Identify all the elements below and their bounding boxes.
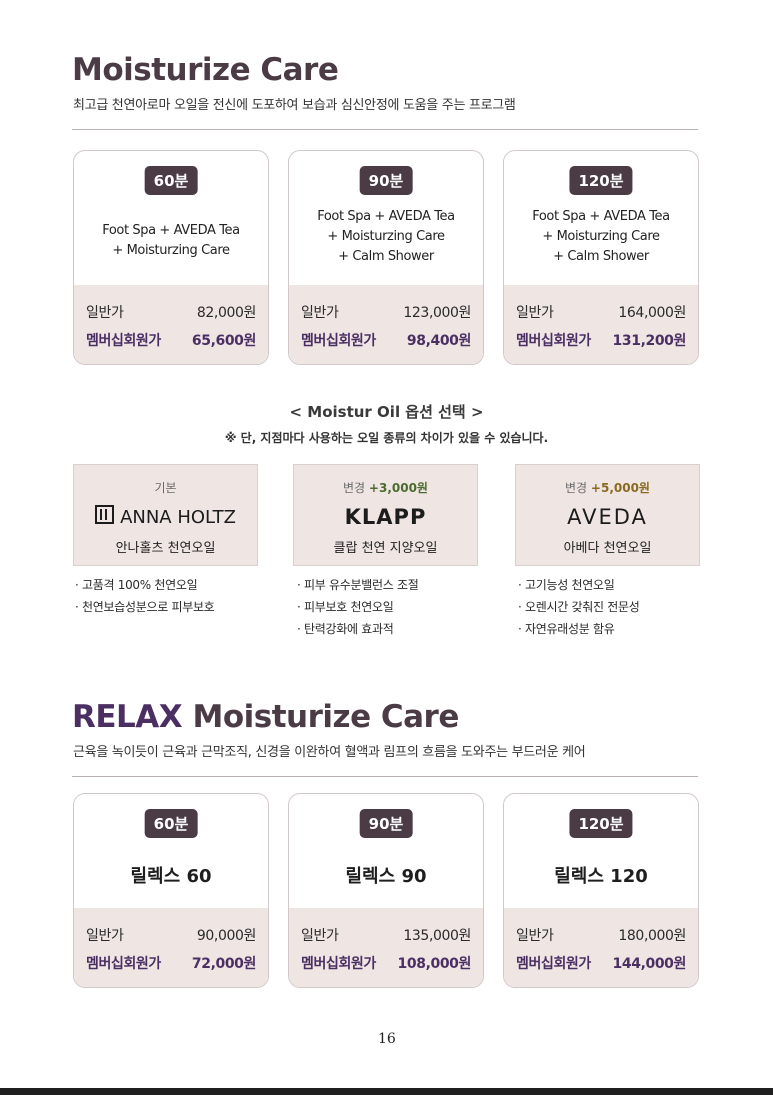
program-description: Foot Spa + AVEDA Tea + Moisturzing Care xyxy=(74,221,268,261)
regular-price-label: 일반가 xyxy=(301,305,339,321)
regular-price: 135,000원 xyxy=(403,928,471,944)
anna-holtz-logo-icon xyxy=(95,505,115,524)
duration-badge: 60분 xyxy=(144,809,198,838)
member-price-label: 멤버십회원가 xyxy=(516,333,591,349)
relax-card-60: 60분 릴렉스 60 일반가 90,000원 멤버십회원가 72,000원 xyxy=(73,793,269,988)
oil-option-klapp: 변경 +3,000원 KLAPP 클랍 천연 지양오일 xyxy=(293,464,478,566)
program-name: 릴렉스 90 xyxy=(345,866,427,887)
oil-features-klapp: · 피부 유수분밸런스 조절 · 피부보호 천연오일 · 탄력강화에 효과적 xyxy=(297,574,419,640)
section1-subtitle: 최고급 천연아로마 오일을 전신에 도포하여 보습과 심신안정에 도움을 주는 … xyxy=(73,98,516,113)
program-line: + Moisturzing Care xyxy=(112,243,230,258)
program-line: Foot Spa + AVEDA Tea xyxy=(532,209,670,224)
section2-subtitle: 근육을 녹이듯이 근육과 근막조직, 신경을 이완하여 혈액과 림프의 흐름을 … xyxy=(73,745,586,760)
duration-badge: 120분 xyxy=(569,166,633,195)
page-number: 16 xyxy=(378,1031,396,1047)
price-panel: 일반가 90,000원 멤버십회원가 72,000원 xyxy=(74,908,268,987)
member-price-label: 멤버십회원가 xyxy=(301,333,376,349)
oil-name: 클랍 천연 지양오일 xyxy=(333,541,438,556)
member-price-label: 멤버십회원가 xyxy=(301,956,376,972)
feature-item: · 오렌시간 갖춰진 전문성 xyxy=(518,600,640,614)
member-price: 98,400원 xyxy=(406,333,472,349)
regular-price-label: 일반가 xyxy=(86,928,124,944)
price-panel: 일반가 180,000원 멤버십회원가 144,000원 xyxy=(504,908,698,987)
feature-item: · 자연유래성분 함유 xyxy=(518,622,615,636)
duration-badge: 90분 xyxy=(359,809,413,838)
program-name: 릴렉스 60 xyxy=(130,866,212,887)
bottom-border xyxy=(0,1088,773,1095)
program-line: + Moisturzing Care xyxy=(542,229,660,244)
member-price: 65,600원 xyxy=(191,333,257,349)
program-line: Foot Spa + AVEDA Tea xyxy=(102,223,240,238)
relax-card-120: 120분 릴렉스 120 일반가 180,000원 멤버십회원가 144,000원 xyxy=(503,793,699,988)
oil-features-aveda: · 고기능성 천연오일 · 오렌시간 갖춰진 전문성 · 자연유래성분 함유 xyxy=(518,574,640,640)
oil-features-anna-holtz: · 고품격 100% 천연오일 · 천연보습성분으로 피부보호 xyxy=(75,574,215,618)
feature-item: · 피부보호 천연오일 xyxy=(297,600,394,614)
oil-extra-price: +3,000원 xyxy=(368,481,428,495)
program-description: Foot Spa + AVEDA Tea + Moisturzing Care … xyxy=(504,207,698,267)
regular-price-label: 일반가 xyxy=(516,928,554,944)
feature-item: · 천연보습성분으로 피부보호 xyxy=(75,600,215,614)
oil-option-label: 기본 xyxy=(154,481,177,495)
regular-price-label: 일반가 xyxy=(86,305,124,321)
regular-price: 123,000원 xyxy=(403,305,471,321)
regular-price-label: 일반가 xyxy=(516,305,554,321)
program-line: + Moisturzing Care xyxy=(327,229,445,244)
program-name: 릴렉스 120 xyxy=(554,866,648,887)
member-price: 131,200원 xyxy=(612,333,687,349)
duration-badge: 90분 xyxy=(359,166,413,195)
price-card-120: 120분 Foot Spa + AVEDA Tea + Moisturzing … xyxy=(503,150,699,365)
member-price-label: 멤버십회원가 xyxy=(86,956,161,972)
oil-brand-name: AVEDA xyxy=(567,505,648,529)
oil-option-anna-holtz: 기본 ANNA HOLTZ 안나홀츠 천연오일 xyxy=(73,464,258,566)
price-panel: 일반가 164,000원 멤버십회원가 131,200원 xyxy=(504,285,698,364)
oil-brand-name: ANNA HOLTZ xyxy=(120,507,236,528)
price-card-60: 60분 Foot Spa + AVEDA Tea + Moisturzing C… xyxy=(73,150,269,365)
regular-price: 180,000원 xyxy=(618,928,686,944)
duration-badge: 120분 xyxy=(569,809,633,838)
price-panel: 일반가 135,000원 멤버십회원가 108,000원 xyxy=(289,908,483,987)
program-description: Foot Spa + AVEDA Tea + Moisturzing Care … xyxy=(289,207,483,267)
feature-item: · 고품격 100% 천연오일 xyxy=(75,578,198,592)
regular-price: 90,000원 xyxy=(196,928,256,944)
oil-option-label: 변경 xyxy=(343,481,366,495)
member-price-label: 멤버십회원가 xyxy=(86,333,161,349)
section2-title-rest: Moisturize Care xyxy=(192,699,460,735)
relax-card-90: 90분 릴렉스 90 일반가 135,000원 멤버십회원가 108,000원 xyxy=(288,793,484,988)
oil-name: 아베다 천연오일 xyxy=(563,541,652,556)
member-price: 108,000원 xyxy=(397,956,472,972)
feature-item: · 피부 유수분밸런스 조절 xyxy=(297,578,419,592)
oil-brand-name: KLAPP xyxy=(344,505,427,529)
section2-title: RELAX Moisturize Care xyxy=(72,699,459,735)
member-price-label: 멤버십회원가 xyxy=(516,956,591,972)
anna-holtz-logo: ANNA HOLTZ xyxy=(74,505,257,528)
program-line: Foot Spa + AVEDA Tea xyxy=(317,209,455,224)
regular-price: 164,000원 xyxy=(618,305,686,321)
oil-extra-price: +5,000원 xyxy=(590,481,650,495)
duration-badge: 60분 xyxy=(144,166,198,195)
member-price: 144,000원 xyxy=(612,956,687,972)
section2-title-accent: RELAX xyxy=(72,699,183,735)
feature-item: · 고기능성 천연오일 xyxy=(518,578,615,592)
program-line: + Calm Shower xyxy=(338,249,434,264)
oil-name: 안나홀츠 천연오일 xyxy=(115,541,216,556)
section2-divider xyxy=(72,776,698,777)
section1-divider xyxy=(72,129,698,130)
section1-title: Moisturize Care xyxy=(72,52,339,88)
regular-price: 82,000원 xyxy=(196,305,256,321)
oil-option-label: 변경 xyxy=(565,481,588,495)
program-line: + Calm Shower xyxy=(553,249,649,264)
price-panel: 일반가 123,000원 멤버십회원가 98,400원 xyxy=(289,285,483,364)
price-panel: 일반가 82,000원 멤버십회원가 65,600원 xyxy=(74,285,268,364)
price-card-90: 90분 Foot Spa + AVEDA Tea + Moisturzing C… xyxy=(288,150,484,365)
member-price: 72,000원 xyxy=(191,956,257,972)
regular-price-label: 일반가 xyxy=(301,928,339,944)
oil-option-aveda: 변경 +5,000원 AVEDA 아베다 천연오일 xyxy=(515,464,700,566)
oil-options-note: ※ 단, 지점마다 사용하는 오일 종류의 차이가 있을 수 있습니다. xyxy=(224,431,549,445)
oil-options-title: < Moistur Oil 옵션 선택 > xyxy=(289,403,484,421)
feature-item: · 탄력강화에 효과적 xyxy=(297,622,394,636)
